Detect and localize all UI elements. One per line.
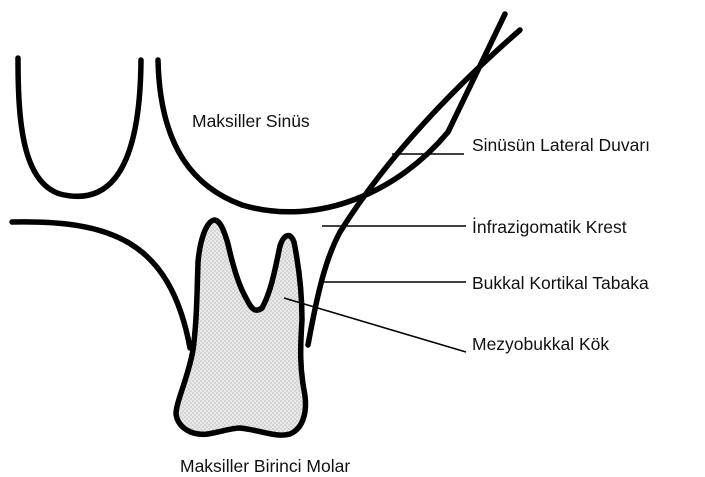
sinus-left-recess-outline [18,58,141,196]
label-buccal-cortical-plate: Bukkal Kortikal Tabaka [472,273,649,293]
label-infrazygomatic-crest: İnfrazigomatik Krest [472,217,627,237]
label-sinus-lateral-wall: Sinüsün Lateral Duvarı [472,135,650,155]
molar-tooth-shape [176,220,305,435]
alveolar-bone-outline [12,222,190,348]
label-first-molar: Maksiller Birinci Molar [180,456,350,476]
label-maxillary-sinus: Maksiller Sinüs [192,111,310,131]
buccal-cortical-plate-outline [308,30,520,345]
label-mesiobuccal-root: Mezyobukkal Kök [472,334,609,354]
